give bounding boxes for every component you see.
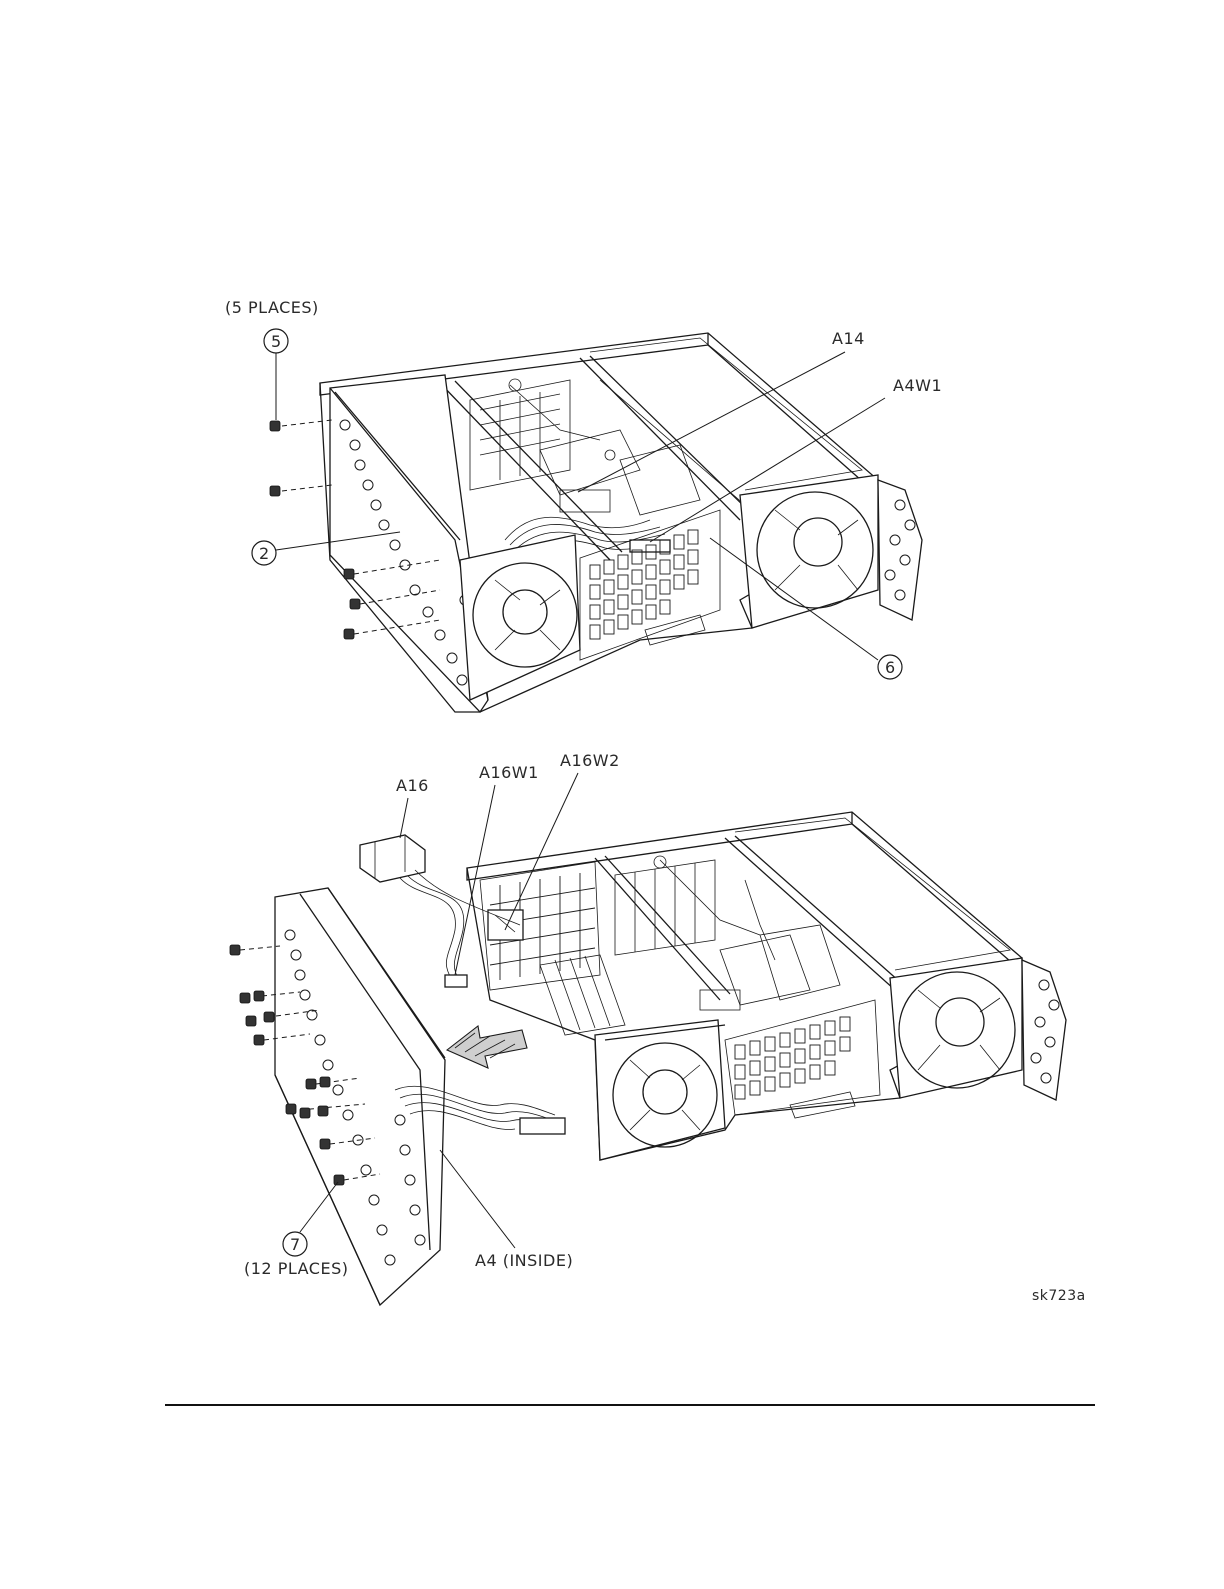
bottom-fan-right <box>890 958 1066 1100</box>
bottom-a16-label: A16 <box>396 776 429 795</box>
direction-arrow-icon <box>447 1026 527 1068</box>
bottom-places-label: (12 PLACES) <box>244 1259 348 1278</box>
top-callout-6-label: 6 <box>885 658 896 677</box>
top-callout-5-label: 5 <box>271 332 282 351</box>
top-fan-right <box>740 475 922 628</box>
top-a14-label: A14 <box>832 329 865 348</box>
bottom-assembly: A16 A16W1 A16W2 7 (12 PLACES) A4 (INSIDE… <box>230 751 1086 1305</box>
bottom-card-cage-grill <box>725 1000 880 1118</box>
bottom-callout-7-label: 7 <box>290 1235 301 1254</box>
top-places-label: (5 PLACES) <box>225 298 319 317</box>
top-side-panel <box>330 375 488 712</box>
top-callout-2-label: 2 <box>259 544 270 563</box>
top-assembly: (5 PLACES) 5 2 6 A14 A4W1 <box>225 298 942 712</box>
bottom-fan-left <box>595 1020 725 1160</box>
top-a4w1-label: A4W1 <box>893 376 942 395</box>
figure-id-label: sk723a <box>1032 1288 1086 1304</box>
bottom-side-panel <box>275 888 565 1305</box>
bottom-a16w1-label: A16W1 <box>479 763 539 782</box>
bottom-a4-label: A4 (INSIDE) <box>475 1251 573 1270</box>
bottom-a16w2-label: A16W2 <box>560 751 620 770</box>
